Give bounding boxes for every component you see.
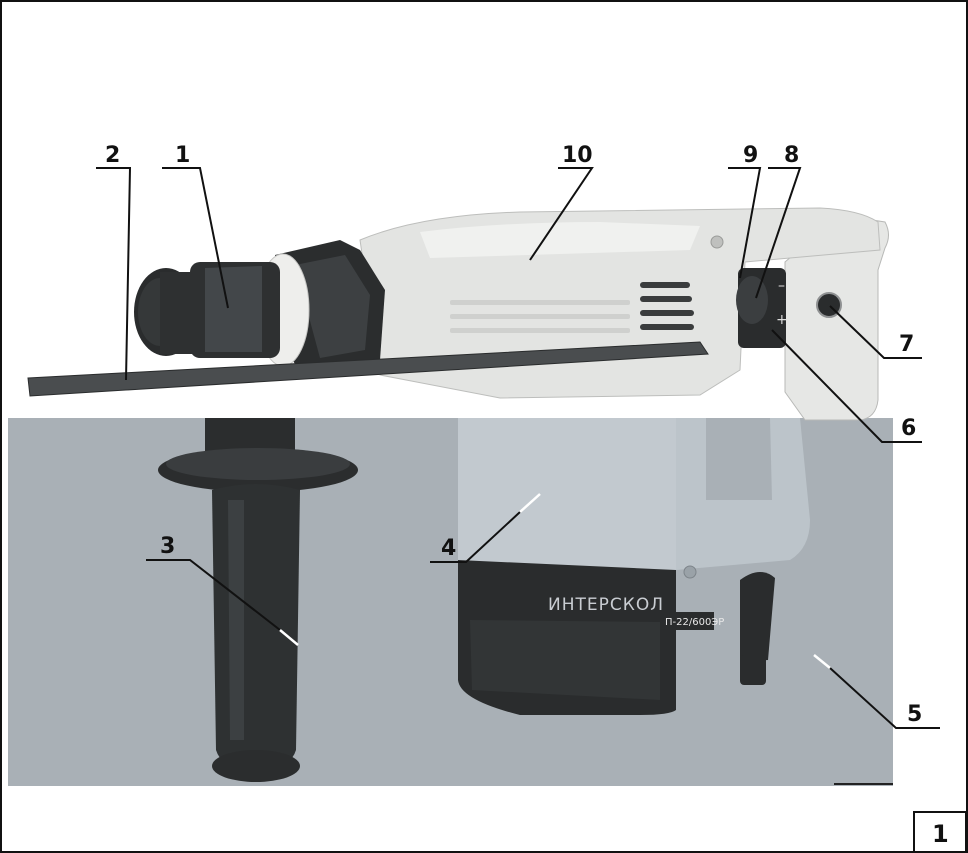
vent-slots [450, 282, 694, 333]
depth-stop-rod [27, 341, 709, 397]
model-plate [662, 612, 714, 630]
callout-7: 7 [899, 332, 914, 357]
power-cord [740, 571, 775, 685]
switch-minus: – [778, 278, 785, 294]
leader-9 [728, 167, 762, 279]
callout-5: 5 [907, 702, 922, 727]
model-label: П-22/600ЭР [665, 617, 724, 628]
leader-1 [162, 167, 229, 309]
leader-7 [829, 305, 922, 359]
side-handle [158, 418, 358, 782]
callout-3: 3 [160, 534, 175, 559]
callout-1: 1 [175, 143, 190, 168]
leader-5 [829, 667, 940, 729]
speed-wheel [736, 276, 768, 324]
housing-highlight [420, 222, 700, 258]
leader-8 [755, 167, 802, 299]
callout-8: 8 [784, 143, 799, 168]
figure-number: 1 [932, 820, 949, 848]
callout-2: 2 [105, 143, 120, 168]
lower-housing [458, 418, 810, 715]
callout-6: 6 [901, 416, 916, 441]
callout-9: 9 [743, 143, 758, 168]
leader-10 [529, 167, 594, 261]
chuck-band [205, 266, 262, 352]
chuck-body [160, 272, 200, 354]
clamp-face [295, 255, 370, 358]
callout-10: 10 [562, 143, 593, 168]
housing-screw [710, 235, 724, 249]
leader-4-tip [519, 493, 541, 513]
callout-4: 4 [441, 536, 456, 561]
leader-3-tip [279, 629, 299, 646]
leader-6 [771, 329, 922, 443]
switch-plus: + [776, 312, 788, 328]
brand-label: ИНТЕРСКОЛ [548, 595, 664, 615]
leader-3 [146, 559, 281, 631]
leader-5-tip [813, 654, 831, 669]
leader-2 [96, 167, 132, 381]
leader-4 [430, 511, 521, 563]
figure-number-box [913, 811, 967, 853]
